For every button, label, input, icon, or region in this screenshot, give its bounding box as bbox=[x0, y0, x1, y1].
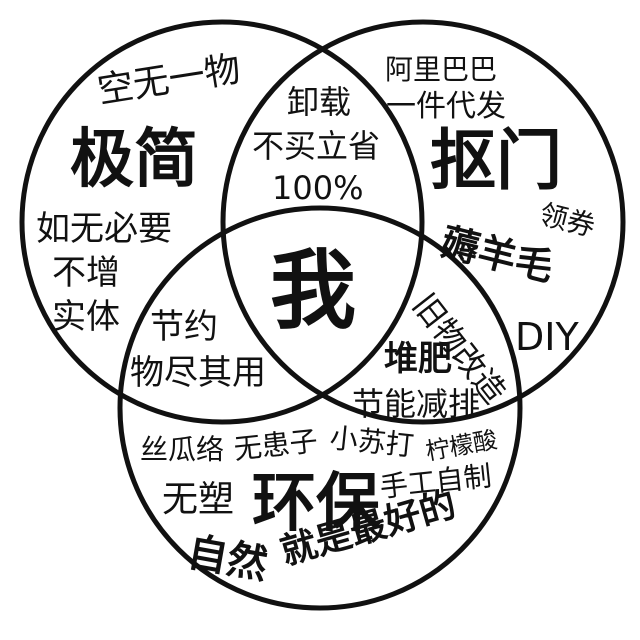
b-title-eco: 环保 bbox=[252, 467, 380, 541]
overlap-make-full-use: 物尽其用 bbox=[130, 353, 266, 393]
circle-top-left bbox=[19, 19, 425, 425]
tr-item-dropshipping: 一件代发 bbox=[386, 89, 506, 124]
overlap-uninstall: 卸载 bbox=[287, 83, 352, 121]
overlap-frugal: 节约 bbox=[150, 307, 218, 347]
tl-title-minimalism: 极简 bbox=[70, 123, 198, 197]
tl-item-if-unnecessary: 如无必要 bbox=[36, 209, 172, 249]
b-item-soapnut: 无患子 bbox=[232, 424, 320, 466]
overlap-compost: 堆肥 bbox=[384, 339, 452, 379]
circle-bottom bbox=[117, 205, 523, 611]
tr-title-stingy: 抠门 bbox=[430, 122, 562, 199]
b-item-baking-soda: 小苏打 bbox=[328, 421, 416, 463]
tr-item-diy: DIY bbox=[515, 315, 579, 359]
tl-item-do-not-add: 不增 bbox=[52, 253, 120, 293]
tr-item-alibaba: 阿里巴巴 bbox=[385, 53, 498, 86]
tl-item-entity: 实体 bbox=[52, 297, 120, 337]
b-item-plastic-free: 无塑 bbox=[162, 479, 235, 520]
overlap-energy-saving: 节能减排 bbox=[352, 385, 481, 423]
overlap-100-percent: 100% bbox=[272, 169, 364, 207]
overlap-save-by-not-buying: 不买立省 bbox=[252, 127, 381, 165]
b-item-loofah: 丝瓜络 bbox=[140, 433, 225, 466]
circle-top-right bbox=[220, 19, 626, 425]
center-label: 我 bbox=[270, 241, 356, 341]
